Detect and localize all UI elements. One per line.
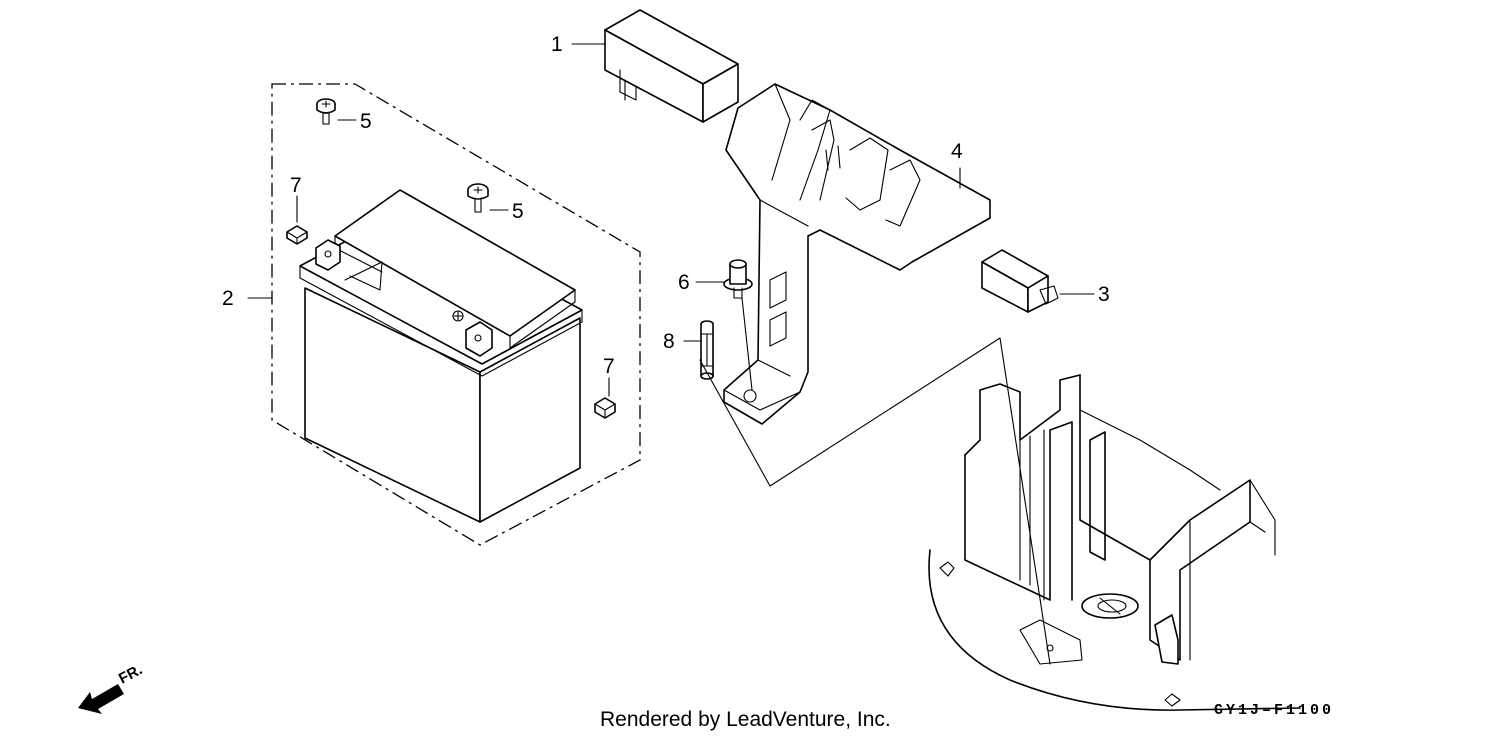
diagram-code: GY1J–F1100 bbox=[1214, 702, 1334, 719]
direction-label: FR. bbox=[116, 661, 145, 687]
battery[interactable] bbox=[299, 189, 583, 523]
nut-7-upper[interactable] bbox=[286, 225, 308, 245]
callout-2: 2 bbox=[222, 287, 234, 310]
callout-7-upper: 7 bbox=[290, 174, 302, 197]
callout-5-upper: 5 bbox=[360, 110, 372, 133]
callout-1: 1 bbox=[551, 33, 563, 56]
front-direction-arrow-icon: FR. bbox=[78, 661, 145, 714]
bolt-6[interactable] bbox=[723, 259, 753, 299]
leader-lines bbox=[247, 43, 1095, 397]
bolt-5-lower[interactable] bbox=[467, 183, 489, 213]
callout-3: 3 bbox=[1098, 283, 1110, 306]
nut-7-lower[interactable] bbox=[594, 397, 616, 419]
battery-bracket[interactable] bbox=[723, 83, 991, 425]
callout-5-lower: 5 bbox=[512, 200, 524, 223]
callout-7-lower: 7 bbox=[603, 355, 615, 378]
starter-relay[interactable] bbox=[604, 9, 739, 123]
render-credit: Rendered by LeadVenture, Inc. bbox=[600, 708, 891, 731]
callout-6: 6 bbox=[678, 271, 690, 294]
bolt-5-upper[interactable] bbox=[316, 98, 336, 125]
battery-assembly-outline bbox=[271, 83, 641, 546]
callout-8: 8 bbox=[663, 330, 675, 353]
callout-4: 4 bbox=[951, 140, 963, 163]
frame-section bbox=[699, 337, 1301, 711]
fuse-8[interactable] bbox=[700, 320, 714, 380]
fuse-relay[interactable] bbox=[981, 249, 1059, 313]
